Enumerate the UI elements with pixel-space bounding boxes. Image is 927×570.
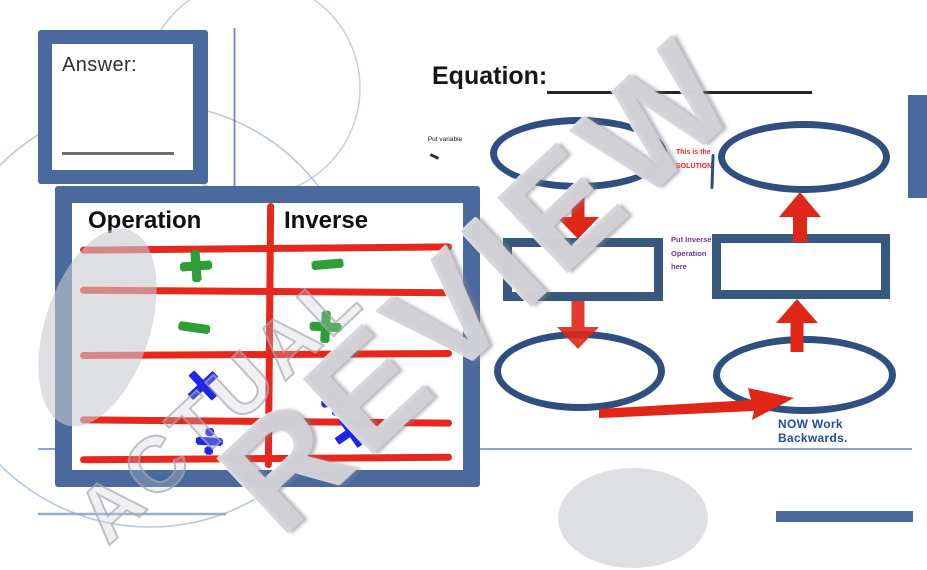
backwards-note-line1: NOW Work — [778, 417, 843, 431]
inverse-note-line1: Put Inverse — [671, 235, 712, 244]
inverse-note-line2: Operation — [671, 248, 707, 258]
right-edge-clipped-bar — [908, 95, 927, 198]
inverse-note-line3: here — [671, 262, 687, 272]
table-header-inverse: Inverse — [284, 207, 369, 234]
arrow-up-mid-right — [776, 299, 818, 352]
inverse-operation-note: Put Inverse Operation here — [671, 235, 717, 277]
arrow-down-mid-left — [557, 301, 599, 349]
equation-label: Equation: — [432, 62, 548, 90]
equation-blank-line — [547, 91, 812, 94]
answer-label: Answer: — [62, 54, 138, 76]
solution-note-line1: This is the — [676, 149, 711, 156]
arrow-right-long — [599, 388, 794, 420]
backwards-note-line2: Backwards. — [778, 431, 848, 446]
bottom-right-clipped-bar — [776, 511, 913, 522]
answer-blank-line — [62, 152, 174, 155]
variable-note: Put variable — [427, 136, 463, 143]
solution-note-line2: SOLUTION — [676, 163, 713, 171]
arrow-down-top-left — [557, 191, 599, 239]
answer-box: Answer: — [52, 44, 193, 170]
flowchart-rect-left — [503, 238, 663, 301]
red-dot-mark — [445, 244, 451, 250]
answer-box-frame: Answer: — [38, 30, 208, 184]
arrow-up-top-right — [779, 192, 821, 242]
solution-note: This is the SOLUTION — [676, 149, 716, 171]
flowchart-oval-top-left — [490, 117, 667, 190]
work-backwards-note: NOW Work Backwards. — [778, 417, 848, 446]
flowchart-oval-top-right — [718, 121, 890, 193]
